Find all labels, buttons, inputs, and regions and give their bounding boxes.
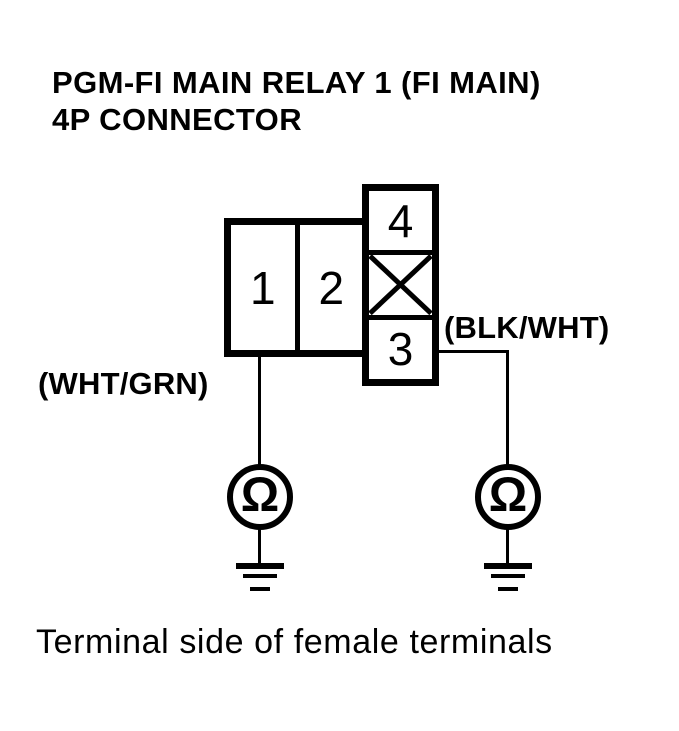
ohm-icon: Ω [240, 469, 280, 522]
ground-bar-middle [243, 574, 277, 578]
ground-bar-bottom [498, 587, 518, 591]
terminal-cell-1: 1 [231, 225, 295, 350]
ohmmeter-left: Ω [227, 464, 293, 530]
ohm-icon: Ω [488, 469, 528, 522]
ground-bar-top [236, 563, 284, 569]
ohmmeter-right: Ω [475, 464, 541, 530]
terminal-cell-4: 4 [369, 191, 432, 250]
wire-color-label-wht-grn: (WHT/GRN) [38, 366, 209, 401]
ground-bar-bottom [250, 587, 270, 591]
ground-symbol-right [484, 563, 532, 591]
terminal-2-label: 2 [318, 261, 345, 314]
wire-left-meter-to-ground [258, 529, 261, 565]
terminal-cell-3: 3 [369, 320, 432, 379]
terminal-cell-2: 2 [294, 225, 364, 350]
terminal-1-label: 1 [249, 261, 276, 314]
wire-right-meter-to-ground [506, 529, 509, 565]
ground-symbol-left [236, 563, 284, 591]
title-line-2: 4P CONNECTOR [52, 102, 302, 137]
title-line-1: PGM-FI MAIN RELAY 1 (FI MAIN) [52, 65, 541, 100]
ground-bar-top [484, 563, 532, 569]
connector-left-block: 1 2 [224, 218, 370, 357]
wire-terminal1-to-meter [258, 355, 261, 465]
blocked-terminal-cell [369, 250, 432, 320]
diagram-title: PGM-FI MAIN RELAY 1 (FI MAIN) 4P CONNECT… [52, 64, 541, 138]
terminal-4-label: 4 [387, 194, 414, 247]
wire-color-label-blk-wht: (BLK/WHT) [444, 310, 610, 345]
wire-terminal3-to-meter [506, 350, 509, 465]
terminal-3-label: 3 [387, 323, 414, 376]
wire-terminal3-horizontal [436, 350, 509, 353]
x-mark-icon [369, 255, 432, 315]
ground-bar-middle [491, 574, 525, 578]
diagram-caption: Terminal side of female terminals [36, 623, 553, 661]
connector-right-column: 4 3 [362, 184, 439, 386]
